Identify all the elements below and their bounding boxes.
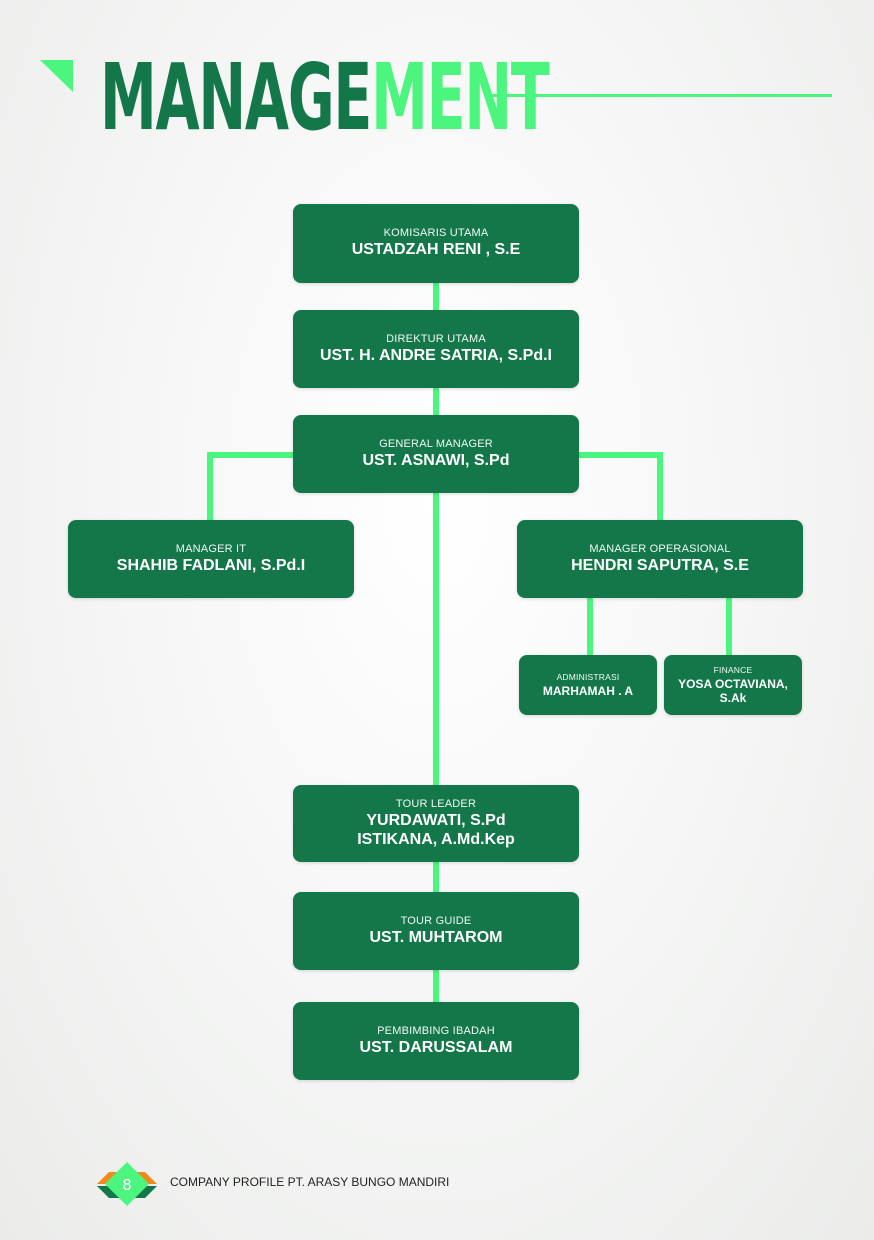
person-name: UST. H. ANDRE SATRIA, S.Pd.I: [319, 346, 552, 364]
person-name: USTADZAH RENI , S.E: [351, 241, 521, 259]
person-name: UST. DARUSSALAM: [359, 1038, 513, 1056]
node-general-manager: GENERAL MANAGER UST. ASNAWI, S.Pd: [293, 415, 579, 493]
role-label: FINANCE: [713, 664, 753, 675]
connector-ops-admin: [587, 598, 593, 655]
role-label: MANAGER IT: [175, 542, 247, 555]
node-tour-guide: TOUR GUIDE UST. MUHTAROM: [293, 892, 579, 970]
connector-ops-finance: [726, 598, 732, 655]
person-name-2: ISTIKANA, A.Md.Kep: [357, 830, 515, 848]
connector-gm-ops-h: [579, 452, 663, 458]
node-administrasi: ADMINISTRASI MARHAMAH . A: [519, 655, 657, 715]
person-name: YOSA OCTAVIANA, S.Ak: [678, 676, 788, 705]
node-manager-it: MANAGER IT SHAHIB FADLANI, S.Pd.I: [68, 520, 354, 598]
header-rule: [490, 94, 832, 97]
node-finance: FINANCE YOSA OCTAVIANA, S.Ak: [664, 655, 802, 715]
role-label: DIREKTUR UTAMA: [386, 332, 486, 345]
page-number-badge-icon: 8: [97, 1162, 157, 1206]
person-name: SHAHIB FADLANI, S.Pd.I: [116, 556, 306, 574]
page-title: MANAGEMENT: [100, 52, 550, 144]
role-label: ADMINISTRASI: [556, 671, 620, 682]
role-label: TOUR GUIDE: [400, 914, 472, 927]
corner-triangle-icon: [40, 60, 73, 92]
connector-gm-it-h: [207, 452, 293, 458]
connector-gm-ops-v: [657, 452, 663, 520]
person-name: MARHAMAH . A: [542, 683, 634, 698]
role-label: PEMBIMBING IBADAH: [377, 1024, 495, 1037]
title-part-2: MENT: [371, 44, 550, 151]
node-pembimbing-ibadah: PEMBIMBING IBADAH UST. DARUSSALAM: [293, 1002, 579, 1080]
node-tour-leader: TOUR LEADER YURDAWATI, S.Pd ISTIKANA, A.…: [293, 785, 579, 862]
connector-main: [433, 283, 439, 785]
role-label: KOMISARIS UTAMA: [383, 227, 489, 240]
page-number: 8: [122, 1176, 132, 1194]
person-name: UST. ASNAWI, S.Pd: [362, 451, 510, 469]
person-name: HENDRI SAPUTRA, S.E: [571, 556, 749, 574]
role-label: MANAGER OPERASIONAL: [589, 542, 731, 555]
node-manager-operasional: MANAGER OPERASIONAL HENDRI SAPUTRA, S.E: [517, 520, 803, 598]
role-label: GENERAL MANAGER: [379, 437, 493, 450]
footer-text: COMPANY PROFILE PT. ARASY BUNGO MANDIRI: [170, 1175, 450, 1189]
node-direktur: DIREKTUR UTAMA UST. H. ANDRE SATRIA, S.P…: [293, 310, 579, 388]
title-part-1: MANAGE: [100, 44, 372, 151]
person-name: UST. MUHTAROM: [369, 928, 503, 946]
node-komisaris: KOMISARIS UTAMA USTADZAH RENI , S.E: [293, 204, 579, 283]
person-name: YURDAWATI, S.Pd: [366, 812, 506, 830]
connector-gm-it-v: [207, 452, 213, 520]
role-label: TOUR LEADER: [395, 798, 477, 811]
